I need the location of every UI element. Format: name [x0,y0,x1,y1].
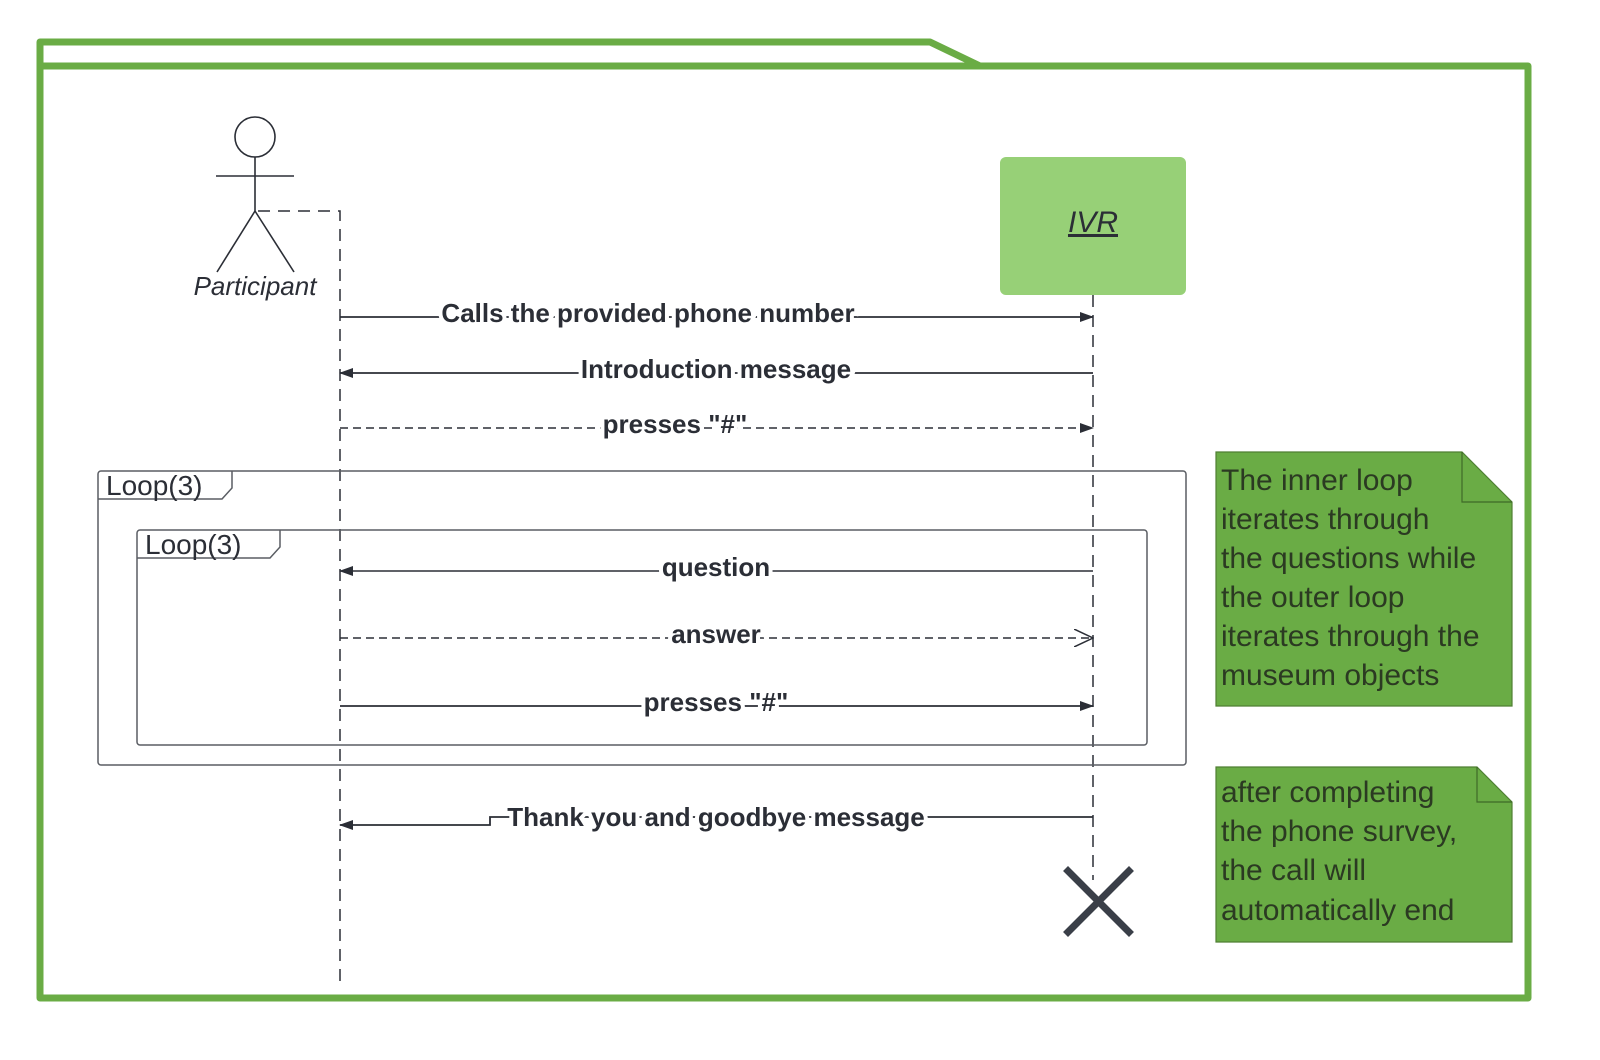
ivr-lifeline-head [1000,157,1186,295]
actor-head [234,116,276,158]
actor-right-leg [254,210,295,273]
note-loop-text: The inner loop iterates through the ques… [1221,464,1488,692]
message-press-hash-2: presses "#" [340,683,1094,721]
ivr-label: IVR [1068,206,1118,239]
message-goodbye: Thank you and goodbye message [339,798,1093,836]
message-question: question [339,548,1093,586]
message-question-label: question [662,552,770,582]
note-loop-explanation: The inner loop iterates through the ques… [1215,451,1513,707]
message-press-hash-1: presses "#" [340,405,1094,443]
inner-loop-fragment: Loop(3) [136,529,1148,746]
message-answer: answer [340,615,1093,653]
message-intro-label: Introduction message [581,354,851,384]
message-goodbye-arrow [339,816,1093,830]
inner-loop-label: Loop(3) [145,529,242,560]
outer-loop-fragment: Loop(3) [97,470,1187,766]
note-end-text: after completing the phone survey, the c… [1221,776,1466,927]
participant-actor [216,116,295,273]
actor-left-leg [216,210,256,273]
message-call-label: Calls the provided phone number [441,298,854,328]
message-call: Calls the provided phone number [340,294,1094,332]
message-press-hash-1-label: presses "#" [603,409,748,439]
x-destroy-icon [1063,866,1134,937]
participant-label: Participant [194,271,319,301]
message-intro: Introduction message [339,350,1093,388]
note-call-end: after completing the phone survey, the c… [1215,766,1513,943]
message-answer-label: answer [671,619,761,649]
participant-lifeline [258,210,341,985]
message-press-hash-2-label: presses "#" [644,687,789,717]
message-goodbye-label: Thank you and goodbye message [507,802,925,832]
outer-loop-label: Loop(3) [106,470,203,501]
diagram-frame [36,38,1532,1002]
